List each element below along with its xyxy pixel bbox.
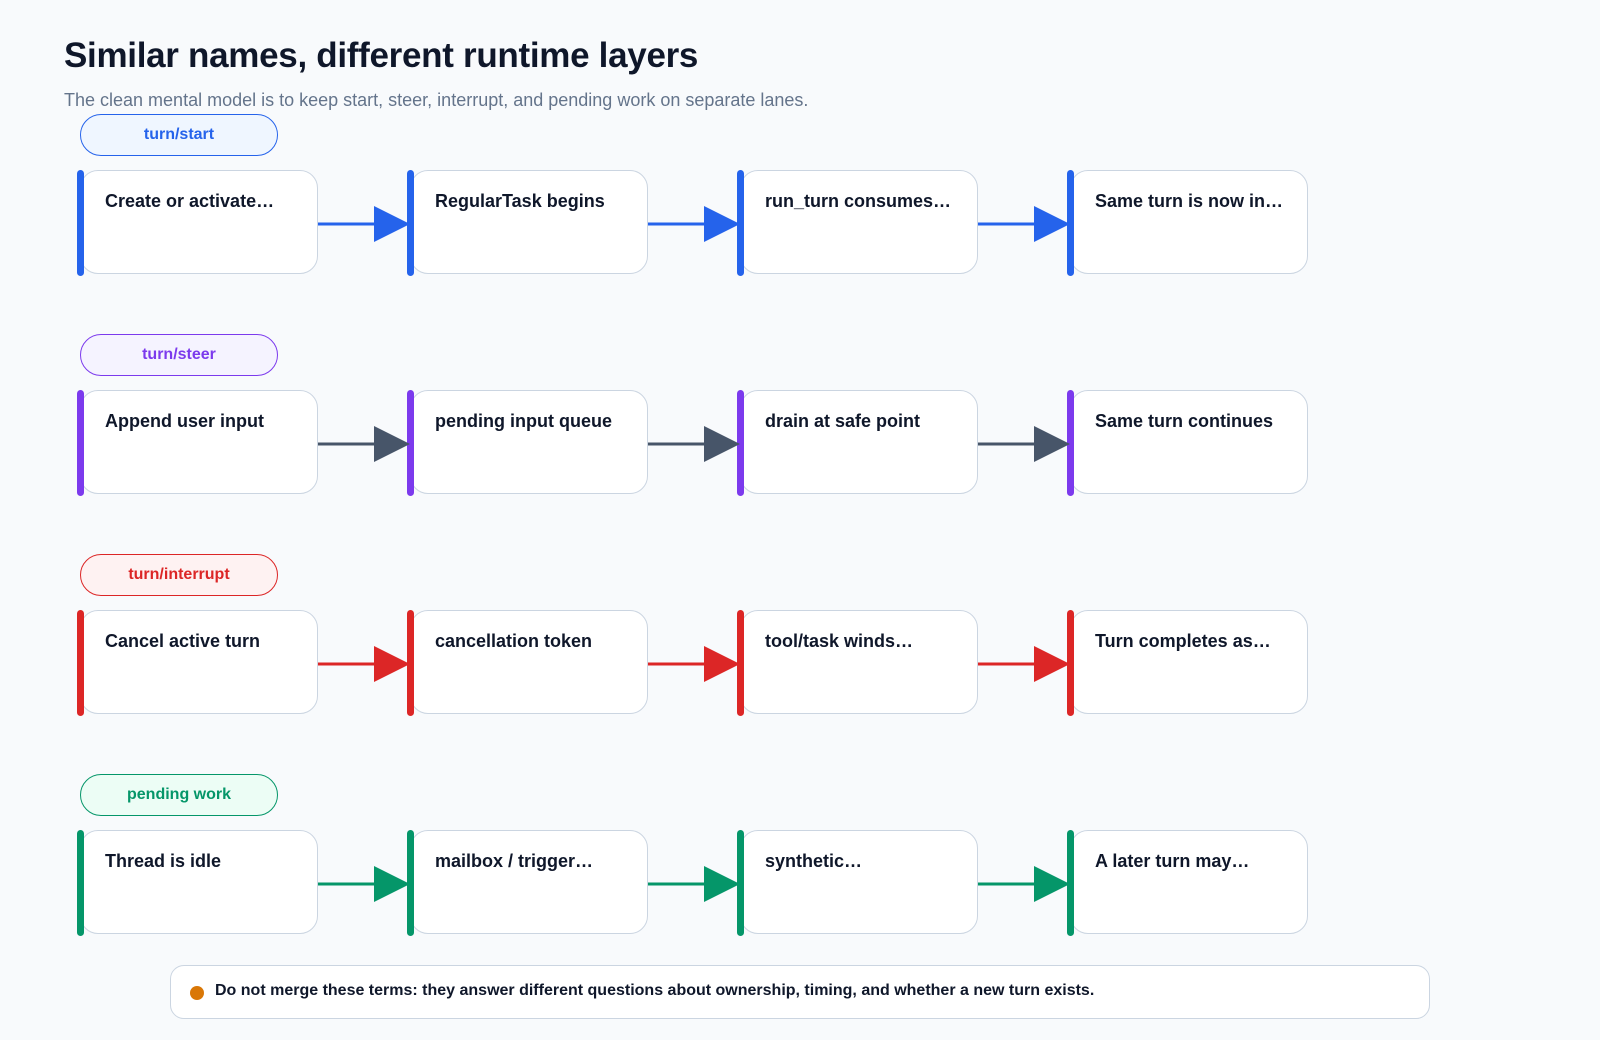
flow-node: Cancel active turn: [77, 610, 318, 716]
arrow-right-icon: [648, 866, 740, 902]
arrow-right-icon: [978, 646, 1070, 682]
node-accent-bar: [1067, 610, 1074, 716]
arrow-right-icon: [318, 426, 410, 462]
node-accent-bar: [407, 170, 414, 276]
node-accent-bar: [1067, 170, 1074, 276]
node-accent-bar: [1067, 390, 1074, 496]
flow-node: cancellation token: [407, 610, 648, 716]
arrow-right-icon: [978, 426, 1070, 462]
node-accent-bar: [407, 610, 414, 716]
node-accent-bar: [1067, 830, 1074, 936]
arrow-right-icon: [648, 646, 740, 682]
flow-node: pending input queue: [407, 390, 648, 496]
flow-node: Turn completes as…: [1067, 610, 1308, 716]
flow-node-label: tool/task winds…: [765, 631, 914, 651]
flow-node-label: Append user input: [105, 411, 264, 431]
flow-node: tool/task winds…: [737, 610, 978, 716]
flow-node-label: Same turn continues: [1095, 411, 1274, 431]
flow-node-label: run_turn consumes…: [765, 191, 952, 211]
arrow-right-icon: [978, 866, 1070, 902]
flow-node-label: RegularTask begins: [435, 191, 605, 211]
flow-node: drain at safe point: [737, 390, 978, 496]
flow-node-label: Same turn is now in…: [1095, 191, 1284, 211]
node-accent-bar: [737, 170, 744, 276]
flow-node-label: Cancel active turn: [105, 631, 261, 651]
note-callout: Do not merge these terms: they answer di…: [170, 965, 1430, 1019]
node-accent-bar: [77, 830, 84, 936]
lane-label-pill: turn/start: [80, 114, 278, 156]
arrow-right-icon: [648, 206, 740, 242]
flow-node: mailbox / trigger…: [407, 830, 648, 936]
note-text: Do not merge these terms: they answer di…: [215, 982, 1095, 999]
flow-node: Create or activate…: [77, 170, 318, 276]
node-accent-bar: [737, 830, 744, 936]
arrow-right-icon: [978, 206, 1070, 242]
node-accent-bar: [77, 170, 84, 276]
lane-label-pill: turn/steer: [80, 334, 278, 376]
flow-node-label: Turn completes as…: [1095, 631, 1271, 651]
flow-node: Thread is idle: [77, 830, 318, 936]
arrow-right-icon: [648, 426, 740, 462]
flow-node-label: cancellation token: [435, 631, 593, 651]
flow-node: synthetic…: [737, 830, 978, 936]
note-dot-icon: [190, 986, 204, 1000]
node-accent-bar: [77, 610, 84, 716]
flow-node: Append user input: [77, 390, 318, 496]
flow-node: Same turn continues: [1067, 390, 1308, 496]
arrow-right-icon: [318, 866, 410, 902]
arrow-right-icon: [318, 206, 410, 242]
node-accent-bar: [407, 830, 414, 936]
node-accent-bar: [407, 390, 414, 496]
flow-node: run_turn consumes…: [737, 170, 978, 276]
page-subtitle: The clean mental model is to keep start,…: [64, 90, 809, 110]
lane-label-pill: pending work: [80, 774, 278, 816]
flow-node: A later turn may…: [1067, 830, 1308, 936]
lane-label-pill: turn/interrupt: [80, 554, 278, 596]
flow-node-label: drain at safe point: [765, 411, 921, 431]
flow-node: RegularTask begins: [407, 170, 648, 276]
flow-node-label: A later turn may…: [1095, 851, 1250, 871]
arrow-right-icon: [318, 646, 410, 682]
node-accent-bar: [737, 610, 744, 716]
flow-node-label: Create or activate…: [105, 191, 275, 211]
node-accent-bar: [737, 390, 744, 496]
flow-node: Same turn is now in…: [1067, 170, 1308, 276]
page-title: Similar names, different runtime layers: [64, 36, 699, 75]
flow-node-label: Thread is idle: [105, 851, 222, 871]
node-accent-bar: [77, 390, 84, 496]
flow-node-label: mailbox / trigger…: [435, 851, 594, 871]
flow-node-label: synthetic…: [765, 851, 863, 871]
flow-node-label: pending input queue: [435, 411, 612, 431]
